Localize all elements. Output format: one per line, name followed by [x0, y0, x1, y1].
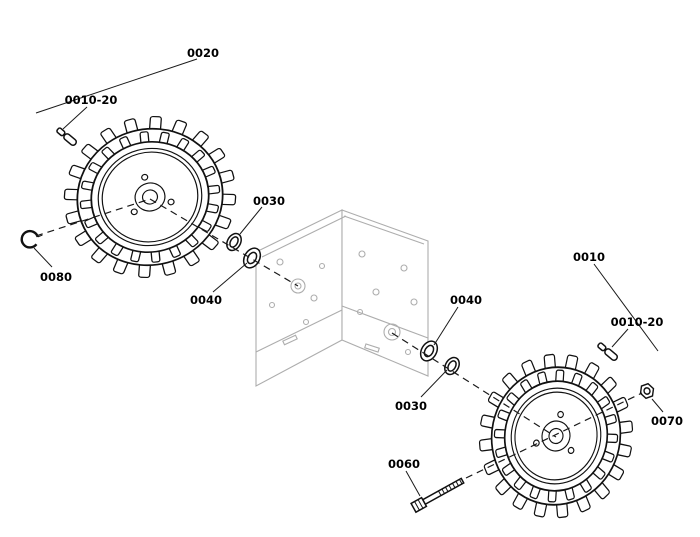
washer-0040-left-part[interactable] [240, 245, 263, 271]
assembly-axis-lines [35, 198, 643, 479]
part-label-0070[interactable]: 0070 [651, 414, 683, 428]
part-labels: 0020 0010-20 0030 0040 0080 0010 0010-20… [40, 46, 683, 471]
retaining-clip-part[interactable] [20, 229, 43, 250]
part-label-0010-20-left[interactable]: 0010-20 [65, 93, 118, 107]
wheel-tire-left[interactable] [46, 97, 254, 296]
pin-left-part[interactable] [56, 127, 78, 147]
part-label-0040-right[interactable]: 0040 [450, 293, 482, 307]
chassis-frame[interactable] [255, 209, 429, 387]
washer-0040-right-part[interactable] [417, 338, 440, 364]
part-label-0030-left[interactable]: 0030 [253, 194, 285, 208]
wheel-tire-right[interactable] [464, 340, 647, 532]
pin-right-part[interactable] [597, 342, 619, 362]
leader-lines [33, 58, 664, 497]
part-label-0030-right[interactable]: 0030 [395, 399, 427, 413]
bolt-0060-part[interactable] [410, 476, 465, 514]
part-label-0020[interactable]: 0020 [187, 46, 219, 60]
nut-0070-part[interactable] [638, 382, 655, 400]
part-label-0010[interactable]: 0010 [573, 250, 605, 264]
part-label-0060[interactable]: 0060 [388, 457, 420, 471]
washer-0030-left-part[interactable] [224, 231, 244, 253]
washer-0030-right-part[interactable] [442, 355, 462, 377]
part-label-0040-left[interactable]: 0040 [190, 293, 222, 307]
part-label-0010-20-right[interactable]: 0010-20 [611, 315, 664, 329]
part-label-0080[interactable]: 0080 [40, 270, 72, 284]
